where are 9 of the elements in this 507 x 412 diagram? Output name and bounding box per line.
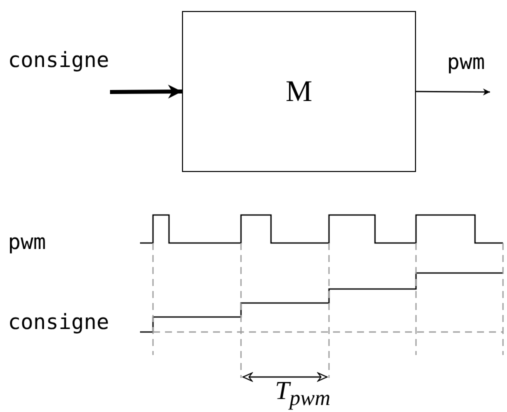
arrow [110, 84, 182, 99]
process-box [182, 11, 416, 172]
signal-label: consigne [8, 50, 110, 71]
node-label: M [286, 74, 312, 108]
signal-name: consigne [8, 312, 110, 333]
period-label: T$_{pwm}$ [275, 378, 330, 410]
signal-label: pwm [447, 52, 485, 73]
arrow [416, 88, 490, 96]
signal-name: pwm [8, 232, 46, 253]
